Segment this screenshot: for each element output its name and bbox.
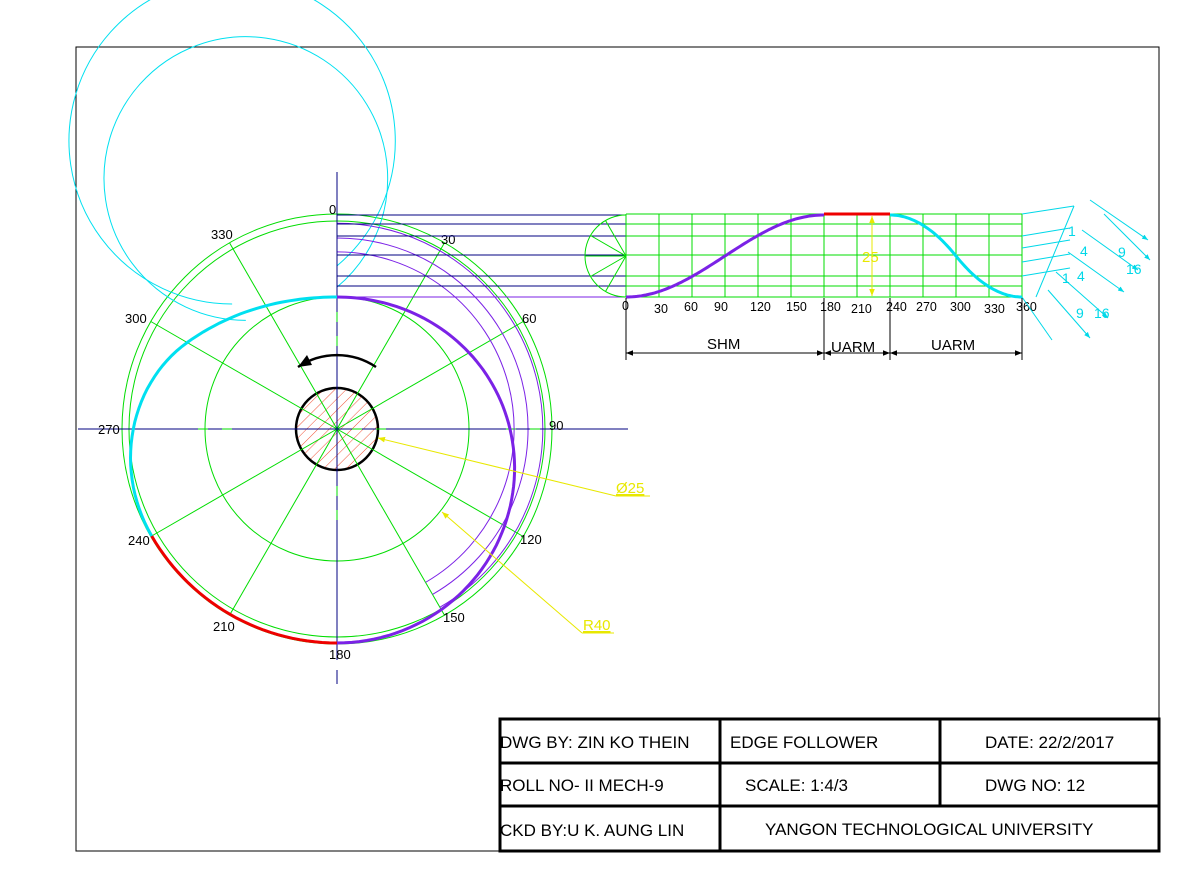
profile-shm-rise [336,295,517,645]
axis-angle-label: 60 [684,300,698,314]
accel-fan-line [1021,227,1071,237]
shm-semicircle-rays [585,215,627,297]
radial-line [336,428,445,616]
cam-angle-label: 60 [522,311,536,326]
axis-angle-label: 180 [820,300,841,314]
profile-dwell [150,535,338,645]
accel-ratio-label: 4 [1077,268,1085,284]
rotation-arrow-head [298,355,312,367]
accel-fan-line [1021,296,1053,341]
radial-line [336,242,445,430]
prism-arc [336,237,529,595]
cam-construction: 0 30 60 90 120 150 180 210 240 270 300 330 [68,0,628,684]
accel-ratio-label: 9 [1076,305,1084,321]
cam-angle-label: 180 [329,647,351,662]
prism-arc [336,222,544,608]
axis-angle-label: 270 [916,300,937,314]
displacement-uarm-curve [890,213,1022,299]
semicircle-ray [590,255,627,277]
title-block: DWG BY: ZIN KO THEIN EDGE FOLLOWER DATE:… [498,717,1161,853]
profile-uarm-return [128,295,337,537]
cam-angle-label: 120 [520,532,542,547]
cam-angle-label: 0 [329,202,336,217]
cam-angle-label: 30 [441,232,455,247]
axis-angle-label: 300 [950,300,971,314]
drawing-number: DWG NO: 12 [985,776,1085,795]
accel-ratio-label: 4 [1080,243,1088,259]
accel-fan-line [1021,239,1071,249]
semicircle-ray [605,255,627,292]
drawing-date: DATE: 22/2/2017 [985,733,1114,752]
cam-angle-label: 210 [213,619,235,634]
accel-ratio-label: 1 [1068,223,1076,239]
accel-chord [1035,205,1075,298]
axis-angle-label: 210 [851,302,872,316]
accel-fan-line [1021,253,1071,263]
axis-angle-label: 30 [654,302,668,316]
cam-angle-label: 330 [211,227,233,242]
accel-ratio-label: 16 [1126,261,1142,277]
axis-angle-label: 360 [1016,300,1037,314]
lift-dimension-label: 25 [862,249,879,266]
axis-angle-label: 240 [886,300,907,314]
drawn-by: DWG BY: ZIN KO THEIN [500,733,690,752]
displacement-shm-curve [626,213,824,299]
projection-lines [337,214,626,298]
radial-line [336,428,524,537]
accel-tick [1055,271,1109,319]
cam-angle-label: 300 [125,311,147,326]
accel-ratio-label: 16 [1094,305,1110,321]
leader-lines [377,436,650,634]
accel-ratio-label: 1 [1062,270,1070,286]
radial-line [229,242,338,430]
radial-line [150,321,338,430]
cam-angle-label: 150 [443,610,465,625]
shaft-diameter-label: Ø25 [616,480,644,497]
cam-angle-label: 90 [549,418,563,433]
roll-number: ROLL NO- II MECH-9 [500,776,664,795]
segment-dimensions [625,298,1023,360]
uarm-segment-label-1: UARM [831,339,875,356]
axis-angle-label: 90 [714,300,728,314]
accel-tick [1047,289,1091,339]
university-name: YANGON TECHNOLOGICAL UNIVERSITY [765,820,1093,839]
semicircle-ray [605,220,627,257]
radial-line [336,321,524,430]
accel-fan-line [1021,267,1071,277]
semicircle-ray [590,235,627,257]
accel-fan-line [1021,205,1075,215]
accel-tick [1103,213,1151,261]
accel-tick [1067,251,1125,293]
prism-arcs [68,0,544,608]
radial-line [229,428,338,616]
checked-by: CKD BY:U K. AUNG LIN [500,821,684,840]
prism-arc [68,0,396,305]
uarm-segment-label-2: UARM [931,337,975,354]
cam-angle-label: 270 [98,422,120,437]
accel-tick [1081,229,1139,271]
shm-segment-label: SHM [707,336,740,353]
prism-arc [336,251,515,583]
axis-angle-label: 120 [750,300,771,314]
radial-line [150,428,338,537]
drawing-scale: SCALE: 1:4/3 [745,776,848,795]
displacement-grid [625,213,1023,298]
drawing-title: EDGE FOLLOWER [730,733,878,752]
axis-angle-label: 330 [984,302,1005,316]
axis-angle-label: 150 [786,300,807,314]
radius-label: R40 [583,617,611,634]
accel-tick [1089,199,1149,241]
prism-arc [103,36,389,321]
cam-angle-label: 240 [128,533,150,548]
accel-ratio-label: 9 [1118,244,1126,260]
